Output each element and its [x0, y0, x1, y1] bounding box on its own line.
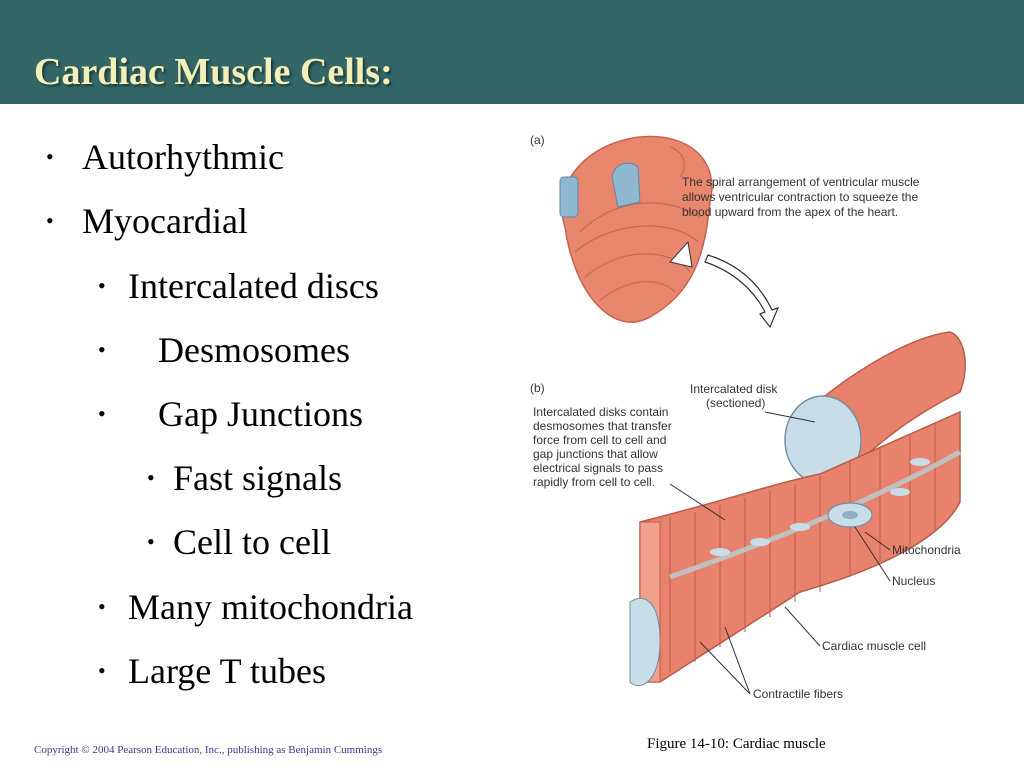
- bullet-text: Intercalated discs: [128, 266, 379, 306]
- arrow-icon: [704, 254, 780, 329]
- bullet-text: Many mitochondria: [128, 587, 413, 627]
- bullet-marker: •: [147, 529, 155, 554]
- bullet-item: • Myocardial: [46, 200, 248, 242]
- bullet-marker: •: [98, 401, 106, 426]
- bullet-item: • Cell to cell: [147, 521, 331, 563]
- contractile-fibers-label: Contractile fibers: [753, 687, 843, 701]
- spiral-text: The spiral arrangement of ventricular mu…: [682, 175, 923, 219]
- bullet-text: Myocardial: [82, 201, 248, 241]
- bullet-item: • Many mitochondria: [98, 586, 413, 628]
- intercalated-disk-label: Intercalated disk (sectioned): [690, 382, 781, 410]
- bullet-item: • Desmosomes: [98, 329, 350, 371]
- mitochondria-label: Mitochondria: [892, 543, 961, 557]
- cardiac-cell-label: Cardiac muscle cell: [822, 639, 926, 653]
- bullet-text: Fast signals: [173, 458, 343, 498]
- bullet-text: Large T tubes: [128, 651, 326, 691]
- intercalated-disk-text: Intercalated disks contain desmosomes th…: [533, 405, 675, 489]
- bullet-marker: •: [147, 465, 155, 490]
- panel-b-label: (b): [530, 381, 545, 395]
- nucleus-label: Nucleus: [892, 574, 935, 588]
- slide-title: Cardiac Muscle Cells:: [34, 51, 393, 93]
- bullet-item: • Autorhythmic: [46, 136, 284, 178]
- panel-a-label: (a): [530, 133, 545, 147]
- bullet-item: • Fast signals: [147, 457, 343, 499]
- heart-illustration: [559, 135, 713, 323]
- bullet-text: Gap Junctions: [158, 394, 363, 434]
- bullet-text: Cell to cell: [173, 522, 331, 562]
- bullet-item: • Gap Junctions: [98, 393, 363, 435]
- bullet-marker: •: [46, 144, 54, 169]
- bullet-item: • Intercalated discs: [98, 265, 379, 307]
- muscle-cell-illustration: [629, 331, 966, 687]
- bullet-marker: •: [98, 337, 106, 362]
- bullet-marker: •: [98, 273, 106, 298]
- bullet-item: • Large T tubes: [98, 650, 326, 692]
- bullet-marker: •: [46, 208, 54, 233]
- bullet-marker: •: [98, 594, 106, 619]
- cardiac-muscle-figure: (a) The spiral arrangement of ventricula…: [530, 133, 966, 701]
- title-bar: [0, 0, 1024, 104]
- copyright-footer: Copyright © 2004 Pearson Education, Inc.…: [34, 744, 383, 756]
- bullet-text: Desmosomes: [158, 330, 350, 370]
- bullet-text: Autorhythmic: [82, 137, 284, 177]
- figure-caption: Figure 14-10: Cardiac muscle: [647, 736, 826, 752]
- bullet-marker: •: [98, 658, 106, 683]
